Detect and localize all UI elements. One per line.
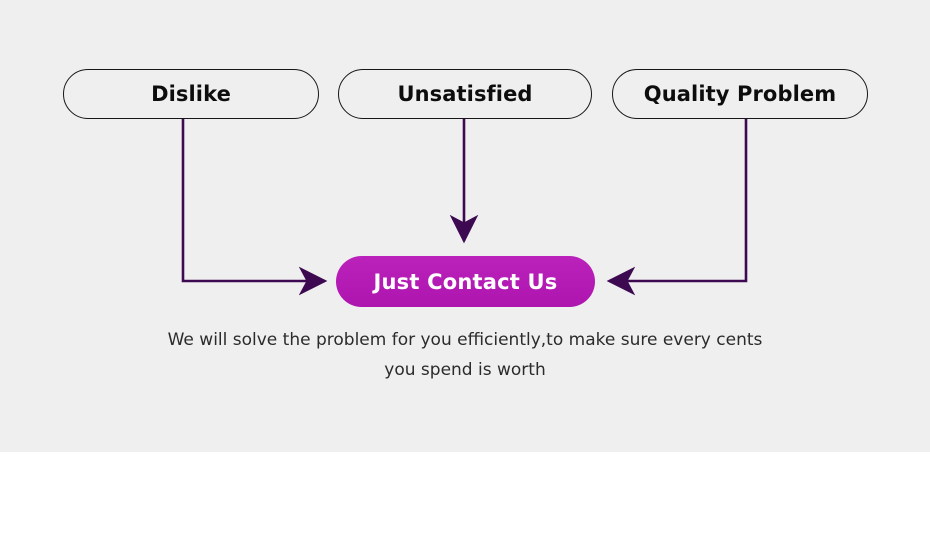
reason-label-quality-problem: Quality Problem (643, 82, 837, 106)
reason-node-unsatisfied[interactable]: Unsatisfied (338, 69, 592, 119)
connector-dislike-to-cta (181, 118, 328, 296)
caption-line-2: cents you spend is worth (384, 330, 763, 380)
supporting-caption: We will solve the problem for you effici… (150, 325, 780, 385)
contact-us-label: Just Contact Us (373, 269, 558, 294)
reason-node-quality-problem[interactable]: Quality Problem (612, 69, 868, 119)
caption-line-1: We will solve the problem for you effici… (167, 330, 711, 350)
contact-us-button[interactable]: Just Contact Us (336, 256, 595, 307)
reason-node-dislike[interactable]: Dislike (63, 69, 319, 119)
connector-quality-to-cta (606, 118, 748, 296)
connector-arrows-layer (181, 118, 748, 296)
reason-label-unsatisfied: Unsatisfied (397, 82, 533, 106)
reason-label-dislike: Dislike (151, 82, 231, 106)
